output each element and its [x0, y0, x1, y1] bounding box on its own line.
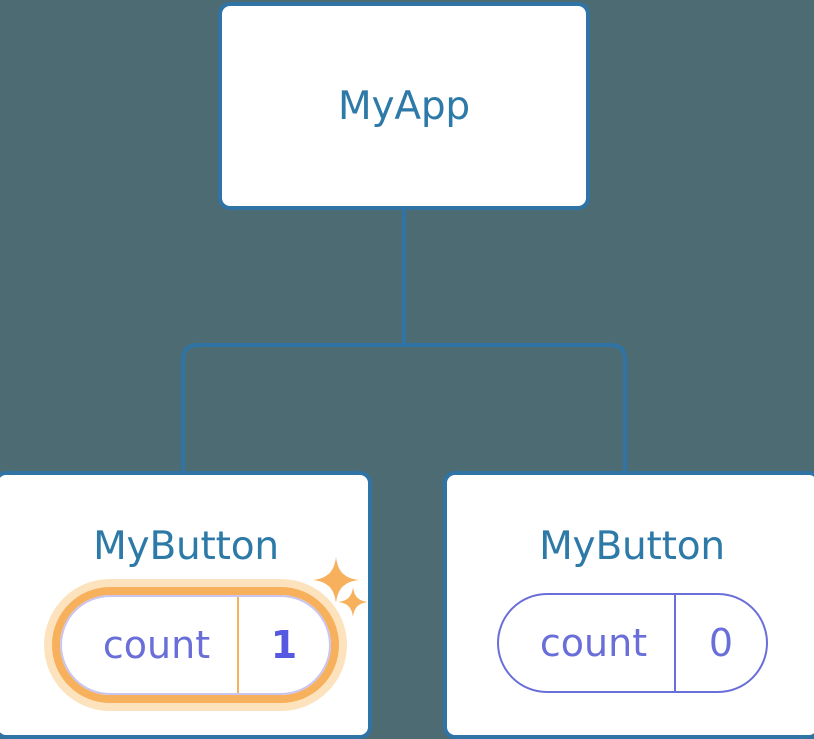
- node-title-child-right: MyButton: [539, 524, 725, 569]
- state-key-left: count: [102, 623, 211, 667]
- state-value-right: 0: [674, 595, 766, 691]
- node-title-root: MyApp: [338, 83, 470, 129]
- state-pill-right[interactable]: count 0: [497, 593, 768, 693]
- node-card-myapp[interactable]: MyApp: [218, 2, 590, 210]
- node-card-mybutton-right[interactable]: MyButton count 0: [443, 471, 814, 739]
- state-pill-body-left[interactable]: count 1: [60, 595, 331, 695]
- state-pill-body-right[interactable]: count 0: [497, 593, 768, 693]
- state-value-left: 1: [237, 597, 329, 693]
- state-pill-left[interactable]: count 1: [44, 579, 347, 711]
- node-title-child-left: MyButton: [93, 524, 279, 569]
- node-card-mybutton-left[interactable]: MyButton count 1: [0, 471, 372, 739]
- state-pill-highlight-left: count 1: [44, 579, 347, 711]
- connector-branch-bus: [181, 343, 627, 471]
- state-key-right: count: [539, 621, 648, 665]
